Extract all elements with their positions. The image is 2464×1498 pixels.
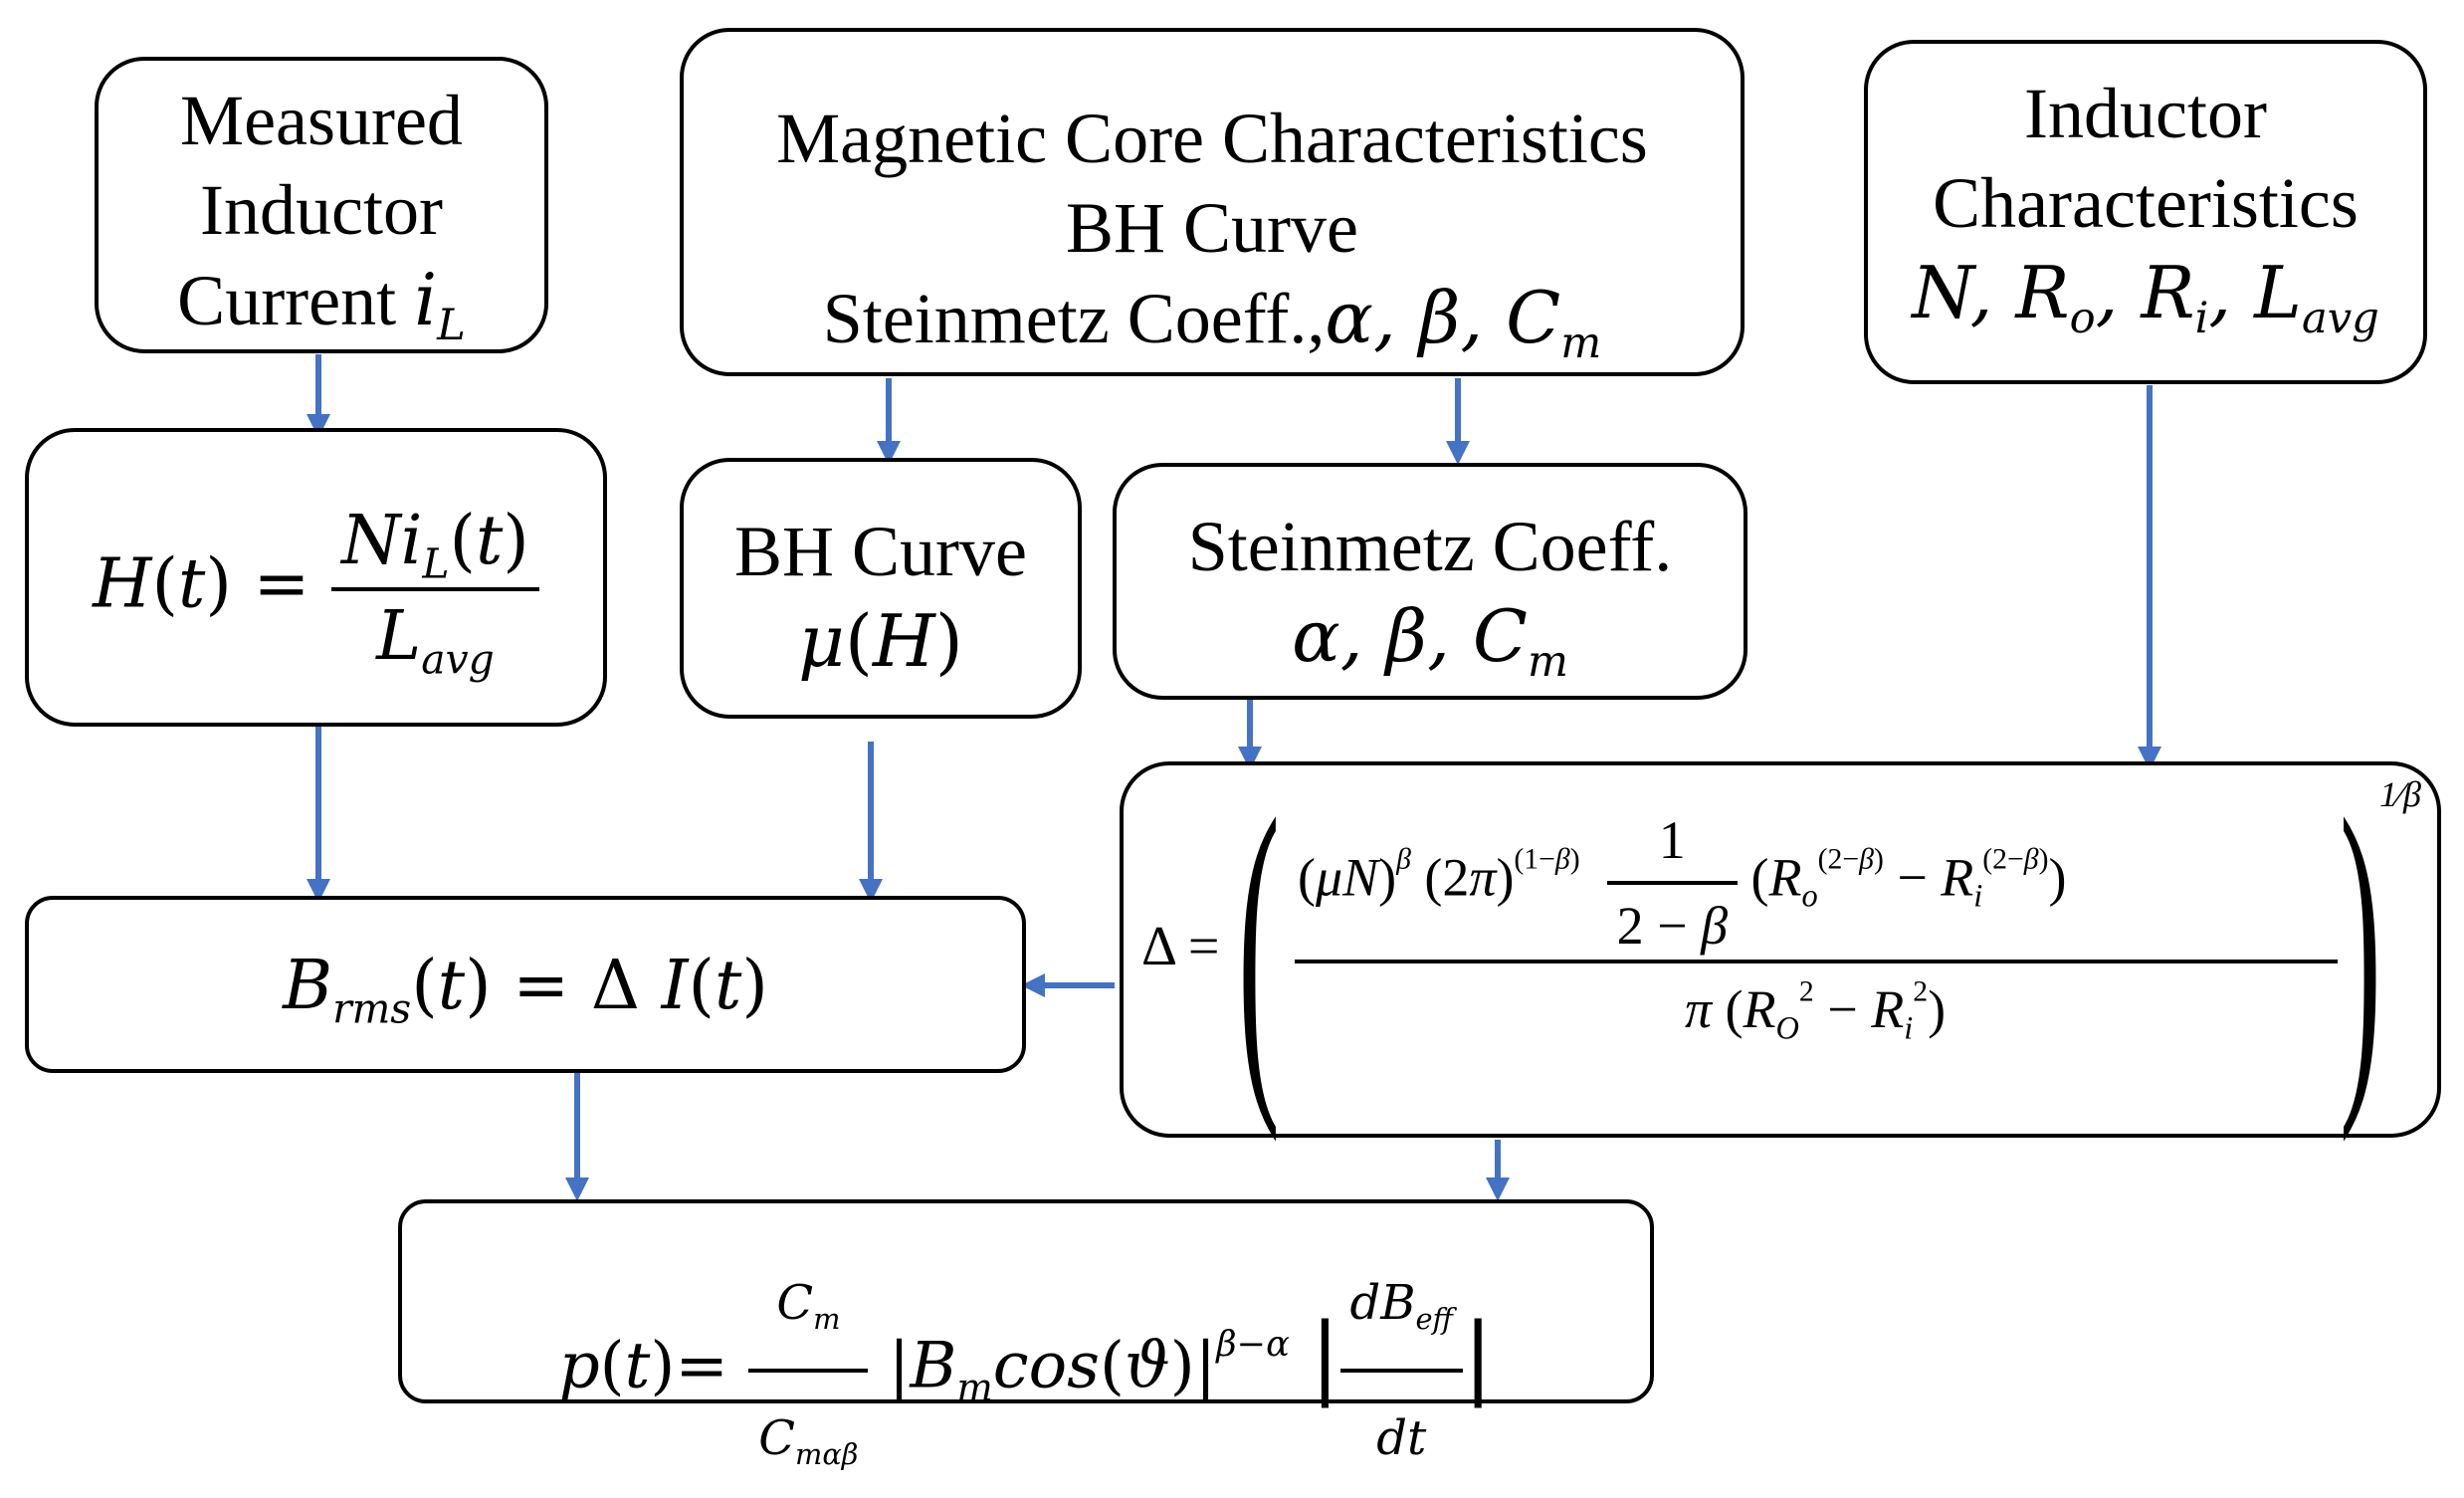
steinmetz-label: Steinmetz Coeff. bbox=[1187, 507, 1673, 586]
delta-right-paren: ) bbox=[2340, 746, 2381, 1143]
core-characteristics-box: Magnetic Core Characteristics BH Curve S… bbox=[680, 28, 1745, 376]
brms-equation: Brms(t) = Δ I(t) bbox=[283, 947, 768, 1033]
measured-current-box: Measured Inductor Current iL bbox=[95, 57, 548, 353]
inductor-params: N, Ro, Ri, Lavg bbox=[1912, 251, 2379, 344]
brms-equation-box: Brms(t) = Δ I(t) bbox=[25, 896, 1026, 1073]
inductor-title: Inductor bbox=[2024, 74, 2267, 153]
bh-curve-box: BH Curve μ(H) bbox=[680, 458, 1082, 719]
delta-symbol: Δ = bbox=[1141, 916, 1220, 977]
core-bh-label: BH Curve bbox=[1066, 188, 1358, 268]
core-steinmetz-label: Steinmetz Coeff.,α, β, Cm bbox=[822, 276, 1602, 369]
core-title: Magnetic Core Characteristics bbox=[776, 99, 1648, 178]
h-equation-box: H(t) = NiL(t)Lavg bbox=[25, 428, 607, 727]
steinmetz-params: α, β, Cm bbox=[1292, 594, 1568, 688]
permeability-label: μ(H) bbox=[798, 599, 963, 683]
steinmetz-box: Steinmetz Coeff. α, β, Cm bbox=[1113, 463, 1747, 700]
delta-denominator: π (RO2 − Ri2) bbox=[1684, 975, 1947, 1047]
connector-arrows bbox=[307, 354, 2161, 1201]
bh-curve-label: BH Curve bbox=[734, 512, 1027, 591]
characteristics-label: Characteristics bbox=[1933, 163, 2359, 243]
delta-fraction-bar bbox=[1295, 960, 2338, 963]
delta-left-paren: ( bbox=[1238, 746, 1280, 1143]
measured-label: Measured bbox=[180, 81, 463, 160]
current-label: Current iL bbox=[177, 258, 466, 351]
delta-exponent: 1⁄β bbox=[2379, 774, 2421, 814]
inductor-characteristics-box: Inductor Characteristics N, Ro, Ri, Lavg bbox=[1864, 40, 2427, 384]
h-equation: H(t) = NiL(t)Lavg bbox=[29, 502, 603, 680]
inductor-label: Inductor bbox=[200, 170, 443, 250]
